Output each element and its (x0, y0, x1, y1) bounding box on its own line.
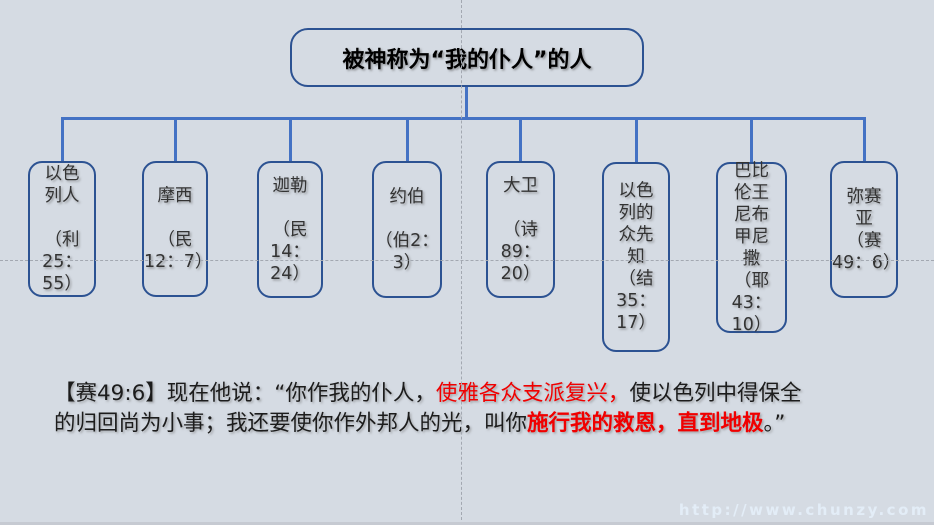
servant-node-moses: 摩西 （民 12：7） (142, 161, 213, 297)
connector-drop-line (173, 117, 177, 162)
connector-drop-line (60, 117, 64, 162)
servant-node-job: 约伯 （伯2： 3） (372, 161, 442, 298)
horizontal-guide-line (0, 260, 934, 261)
verse-segment: 【赛49:6】现在他说：“你作我的仆人， (54, 381, 436, 406)
verse-segment-red: 使雅各众支派复兴， (435, 381, 630, 406)
connector-drop-line (288, 117, 292, 162)
verse-segment: 。” (763, 411, 786, 436)
servant-node-label: 摩西 （民 12：7） (144, 186, 213, 272)
servant-node-prophets: 以色 列的 众先 知 （结 35： 17） (602, 162, 670, 352)
watermark-url: http://www.chunzy.com (678, 501, 929, 519)
servant-node-messiah: 弥赛 亚 （赛 49：6） (830, 161, 901, 298)
servant-node-label: 以色 列的 众先 知 （结 35： 17） (616, 181, 656, 333)
servant-node-label: 以色 列人 （利 25： 55） (42, 164, 82, 294)
servant-node-label: 弥赛 亚 （赛 49：6） (832, 186, 901, 273)
servant-node-label: 大卫 （诗 89： 20） (500, 175, 541, 284)
connector-drop-line (519, 117, 522, 162)
connector-drop-line (405, 117, 409, 162)
servant-node-label: 巴比 伦王 尼布 甲尼 撒 （耶 43： 10） (731, 160, 772, 335)
connector-drop-line (634, 117, 638, 163)
connector-drop-line (750, 117, 753, 163)
verse-segment: 使以色列中得保全 的归回尚为小事；我还要使你作外邦人的光，叫你 (54, 381, 802, 436)
servant-node-label: 迦勒 （民 14： 24） (270, 175, 310, 284)
connector-bus-line (60, 117, 865, 120)
servant-node-nebuchadnezzar: 巴比 伦王 尼布 甲尼 撒 （耶 43： 10） (716, 160, 787, 335)
verse-text: 【赛49:6】现在他说：“你作我的仆人，使雅各众支派复兴，使以色列中得保全 的归… (54, 379, 912, 439)
servant-node-israelites: 以色 列人 （利 25： 55） (28, 161, 96, 297)
connector-trunk-line (464, 86, 468, 119)
connector-drop-line (862, 117, 866, 162)
root-node: 被神称为“我的仆人”的人 (290, 28, 644, 87)
servant-node-caleb: 迦勒 （民 14： 24） (257, 161, 323, 298)
servant-node-label: 约伯 （伯2： 3） (375, 186, 439, 273)
verse-segment-red-bold: 施行我的救恩，直到地极 (527, 411, 764, 436)
bottom-edge-strip (0, 522, 934, 525)
servant-node-david: 大卫 （诗 89： 20） (486, 161, 555, 298)
root-node-label: 被神称为“我的仆人”的人 (342, 47, 592, 73)
